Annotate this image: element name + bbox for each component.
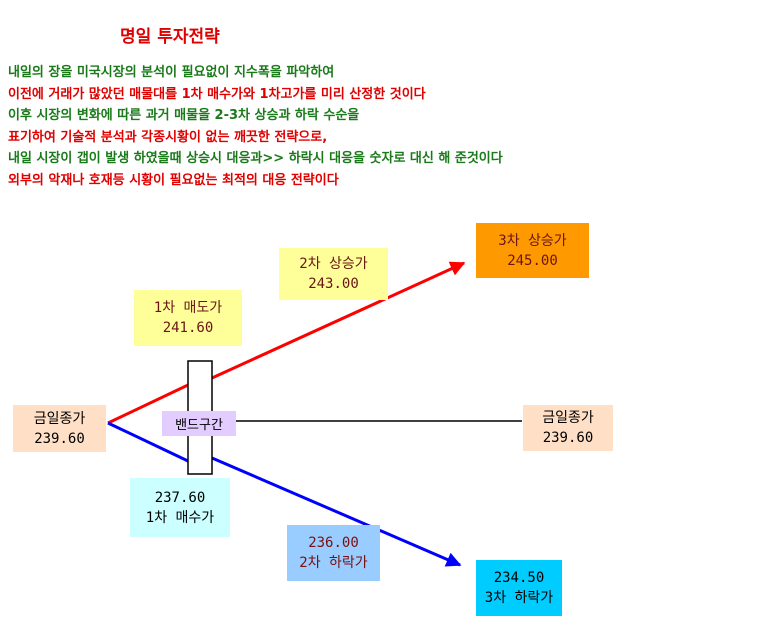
description-line: 이후 시장의 변화에 따른 과거 매물을 2-3차 상승과 하락 수순을 bbox=[8, 108, 360, 123]
fall2-box: 236.00 2차 하락가 bbox=[287, 525, 380, 581]
sell1-value: 241.60 bbox=[162, 320, 214, 336]
buy1-value: 237.60 bbox=[154, 489, 206, 506]
page-title: 명일 투자전략 bbox=[120, 27, 220, 47]
rise-arrow-line bbox=[211, 261, 466, 380]
rise3-value: 245.00 bbox=[507, 252, 558, 269]
rise3-box: 3차 상승가 245.00 bbox=[476, 223, 589, 278]
fall2-label: 2차 하락가 bbox=[299, 555, 368, 571]
close-left-value: 239.60 bbox=[34, 430, 85, 447]
close-right-value: 239.60 bbox=[542, 430, 594, 446]
close-right-label: 금일종가 bbox=[542, 410, 594, 426]
buy1-label: 1차 매수가 bbox=[145, 509, 215, 526]
description-line: 내일 시장이 갭이 발생 하였을때 상승시 대응과>> 하락시 대응을 숫자로 … bbox=[8, 151, 503, 166]
description-line: 표기하여 기술적 분석과 각종시황이 없는 깨끗한 전략으로, bbox=[8, 129, 328, 145]
fall3-box: 234.50 3차 하락가 bbox=[476, 560, 562, 616]
down-branch-line bbox=[107, 421, 189, 463]
fall2-value: 236.00 bbox=[308, 535, 359, 551]
sell1-label: 1차 매도가 bbox=[153, 300, 223, 316]
close-right-box: 금일종가 239.60 bbox=[523, 405, 613, 451]
rise2-box: 2차 상승가 243.00 bbox=[279, 248, 388, 300]
rise3-label: 3차 상승가 bbox=[498, 232, 567, 249]
description-line: 이전에 거래가 많았던 매물대를 1차 매수가와 1차고가를 미리 산정한 것이… bbox=[8, 86, 426, 102]
description-line: 외부의 악재나 호재등 시황이 필요없는 최적의 대응 전략이다 bbox=[8, 172, 339, 188]
close-left-box: 금일종가 239.60 bbox=[13, 405, 106, 452]
fall3-value: 234.50 bbox=[493, 570, 545, 586]
fall-arrow-line bbox=[211, 456, 462, 567]
rise2-value: 243.00 bbox=[308, 276, 359, 292]
strategy-description: 내일의 장을 미국시장의 분석이 필요없이 지수폭을 파악하여 이전에 거래가 … bbox=[8, 62, 503, 191]
close-left-label: 금일종가 bbox=[33, 410, 86, 427]
band-range-label: 밴드구간 bbox=[162, 411, 236, 436]
buy1-box: 237.60 1차 매수가 bbox=[130, 478, 230, 537]
up-branch-line bbox=[107, 383, 189, 425]
fall3-label: 3차 하락가 bbox=[484, 590, 554, 606]
sell1-box: 1차 매도가 241.60 bbox=[134, 290, 242, 346]
rise2-label: 2차 상승가 bbox=[299, 256, 368, 272]
description-line: 내일의 장을 미국시장의 분석이 필요없이 지수폭을 파악하여 bbox=[8, 65, 335, 80]
